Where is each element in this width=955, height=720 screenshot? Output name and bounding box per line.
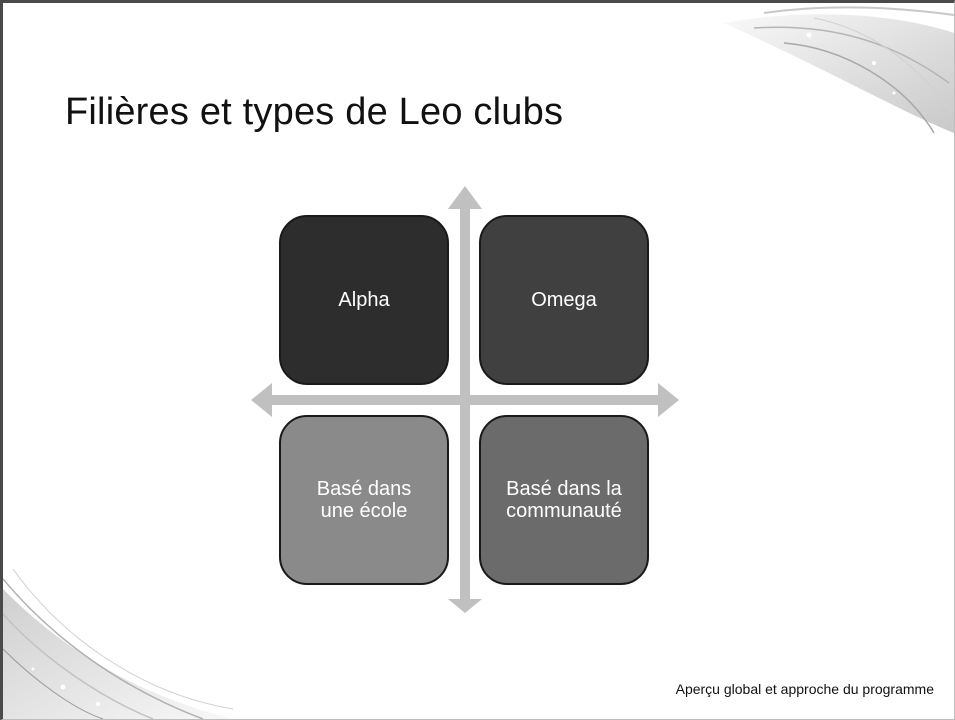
- quadrant-community-based-label: Basé dans la communauté: [506, 478, 622, 522]
- quadrant-omega-label: Omega: [531, 289, 597, 311]
- horizontal-axis-bar: [269, 395, 661, 405]
- arrow-left-icon: [251, 383, 272, 417]
- quadrant-omega: Omega: [479, 215, 649, 385]
- slide-footer: Aperçu global et approche du programme: [675, 681, 934, 697]
- quadrant-community-based: Basé dans la communauté: [479, 415, 649, 585]
- arrow-axes: [251, 186, 679, 613]
- matrix-arrows: [251, 186, 679, 613]
- arrow-down-icon: [448, 599, 482, 613]
- quadrant-school-based: Basé dans une école: [279, 415, 449, 585]
- arrow-right-icon: [658, 383, 679, 417]
- quadrant-alpha-label: Alpha: [338, 289, 390, 311]
- quadrant-school-based-label: Basé dans une école: [316, 478, 412, 522]
- slide-title: Filières et types de Leo clubs: [65, 91, 564, 133]
- quadrant-alpha: Alpha: [279, 215, 449, 385]
- arrow-up-icon: [448, 186, 482, 209]
